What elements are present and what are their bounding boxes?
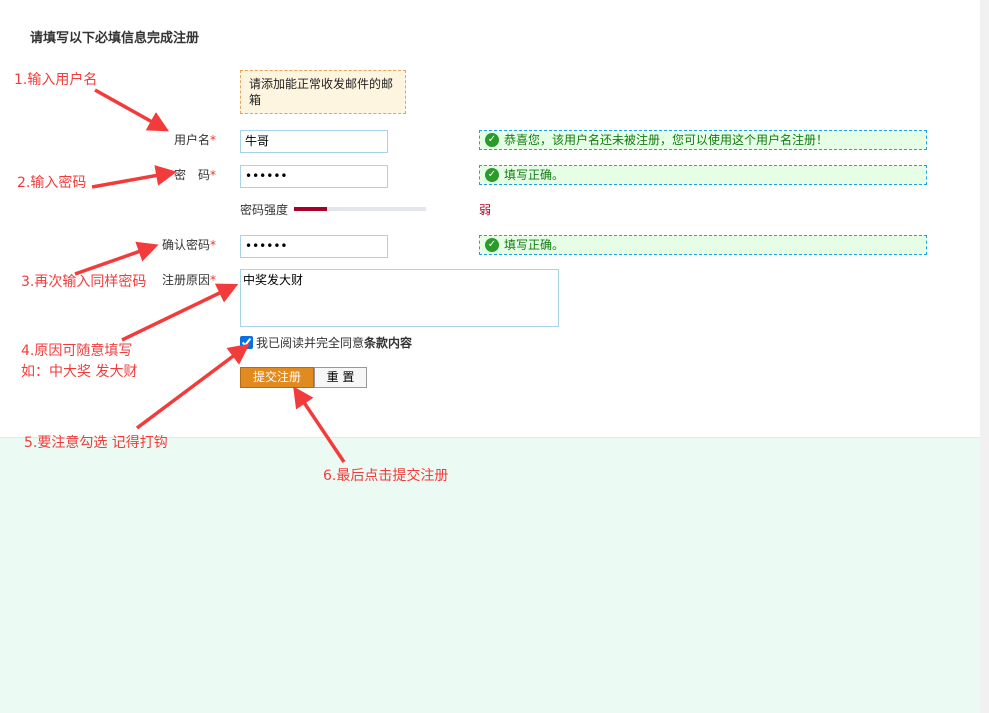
strength-label: 密码强度 xyxy=(240,203,289,217)
required-mark: * xyxy=(210,273,216,287)
arrow-2 xyxy=(91,165,177,189)
username-status-text: 恭喜您，该用户名还未被注册，您可以使用这个用户名注册！ xyxy=(504,133,829,147)
annotation-4-line1: 4.原因可随意填写 xyxy=(21,343,133,359)
confirm-password-status: ✓ 填写正确。 xyxy=(479,235,927,255)
agree-row: 我已阅读并完全同意条款内容 xyxy=(240,334,412,351)
arrow-5 xyxy=(135,343,250,430)
check-icon: ✓ xyxy=(485,133,499,147)
strength-value: 弱 xyxy=(479,203,492,217)
annotation-3: 3.再次输入同样密码 xyxy=(21,274,147,290)
confirm-password-input[interactable]: •••••• xyxy=(240,235,388,258)
reason-textarea[interactable]: 中奖发大财 xyxy=(240,269,559,327)
password-label-text: 密 码 xyxy=(173,168,210,182)
check-icon: ✓ xyxy=(485,238,499,252)
annotation-1: 1.输入用户名 xyxy=(14,72,98,88)
password-input[interactable]: •••••• xyxy=(240,165,388,188)
password-status-text: 填写正确。 xyxy=(504,168,565,182)
username-label: 用户名* xyxy=(136,131,216,148)
check-icon: ✓ xyxy=(485,168,499,182)
reason-label-text: 注册原因 xyxy=(161,273,210,287)
annotation-2: 2.输入密码 xyxy=(17,175,87,191)
submit-button[interactable]: 提交注册 xyxy=(240,367,314,388)
page-title: 请填写以下必填信息完成注册 xyxy=(30,31,200,46)
arrow-1 xyxy=(94,88,170,132)
agree-text: 我已阅读并完全同意 xyxy=(256,336,365,350)
confirm-label-text: 确认密码 xyxy=(161,238,210,252)
annotation-4-line2: 如：中大奖 发大财 xyxy=(21,364,138,380)
annotation-6: 6.最后点击提交注册 xyxy=(323,468,449,484)
required-mark: * xyxy=(210,238,216,252)
scrollbar-track[interactable] xyxy=(980,0,989,713)
username-status: ✓ 恭喜您，该用户名还未被注册，您可以使用这个用户名注册！ xyxy=(479,130,927,150)
required-mark: * xyxy=(210,168,216,182)
password-status: ✓ 填写正确。 xyxy=(479,165,927,185)
username-label-text: 用户名 xyxy=(173,133,210,147)
arrow-4 xyxy=(121,283,239,342)
username-input[interactable]: 牛哥 xyxy=(240,130,388,153)
email-tip: 请添加能正常收发邮件的邮箱 xyxy=(240,70,406,114)
annotation-5: 5.要注意勾选 记得打钩 xyxy=(24,435,168,451)
confirm-status-text: 填写正确。 xyxy=(504,238,565,252)
reason-label: 注册原因* xyxy=(136,271,216,288)
arrow-3 xyxy=(74,241,159,276)
password-label: 密 码* xyxy=(136,166,216,183)
reset-button[interactable]: 重 置 xyxy=(314,367,367,388)
confirm-password-label: 确认密码* xyxy=(136,236,216,253)
terms-link[interactable]: 条款内容 xyxy=(364,336,413,350)
page-background-lower xyxy=(0,437,980,713)
arrow-6 xyxy=(293,386,346,463)
strength-bar xyxy=(294,207,426,211)
required-mark: * xyxy=(210,133,216,147)
strength-bar-fill xyxy=(294,207,327,211)
